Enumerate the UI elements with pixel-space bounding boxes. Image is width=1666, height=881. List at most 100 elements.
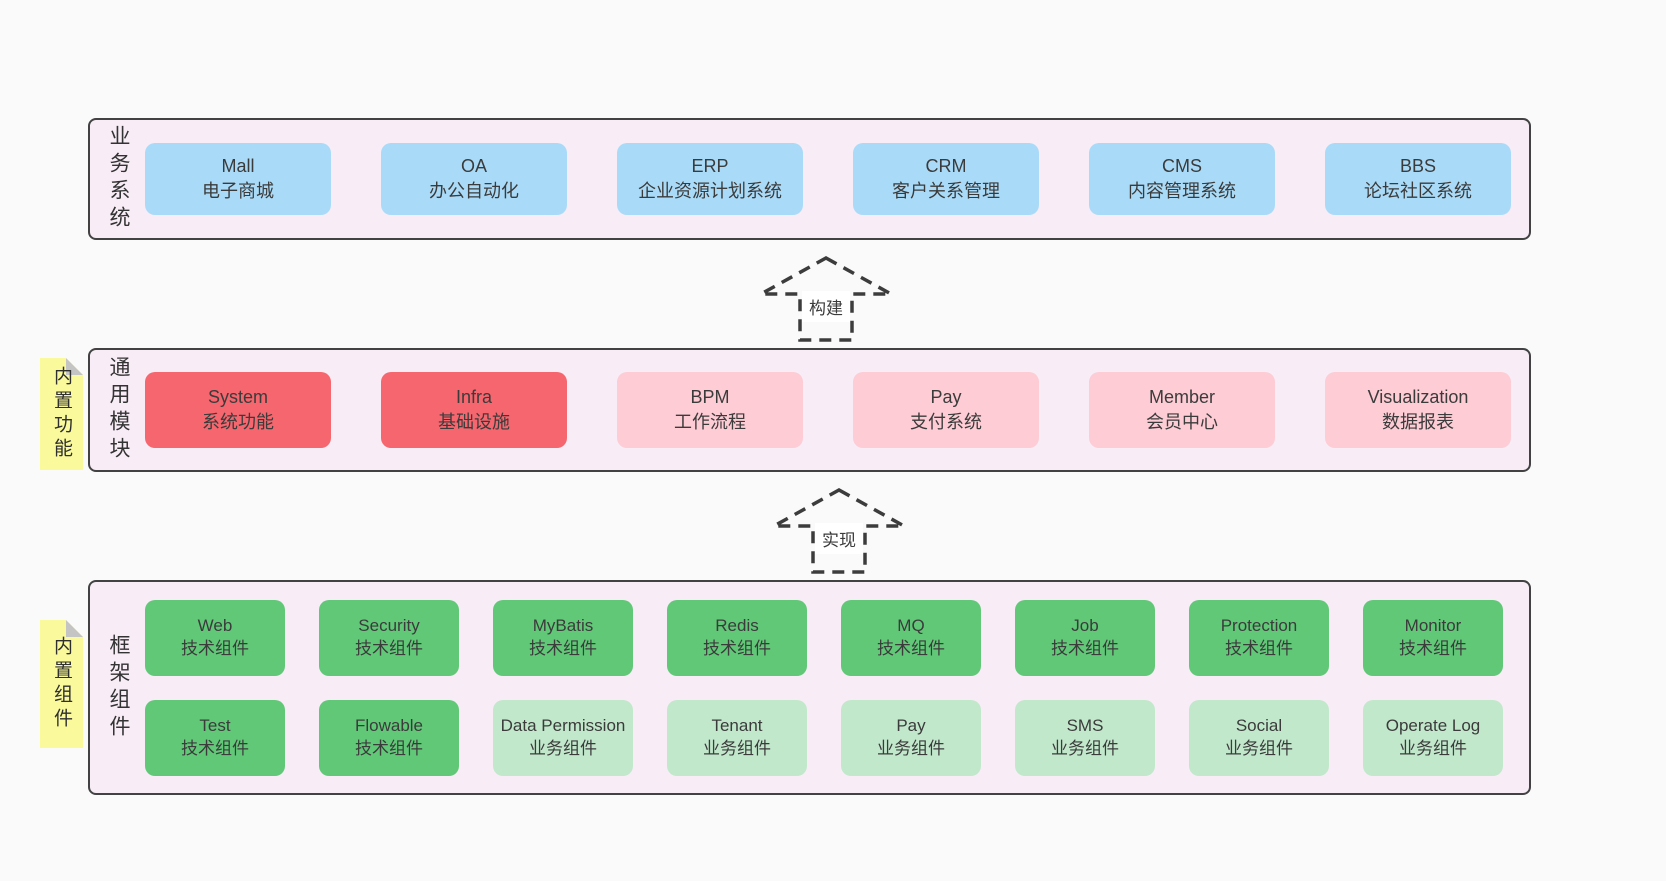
module-box-erp: ERP 企业资源计划系统 (617, 143, 803, 215)
module-box-mall: Mall 电子商城 (145, 143, 331, 215)
module-title: Web (197, 616, 233, 636)
module-subtitle: 内容管理系统 (1128, 181, 1236, 201)
module-subtitle: 技术组件 (181, 738, 249, 758)
module-title: Pay (930, 386, 962, 407)
module-title: Monitor (1404, 616, 1462, 636)
implement-arrow: 实现 (769, 487, 909, 575)
module-subtitle: 客户关系管理 (892, 181, 1000, 201)
module-subtitle: 论坛社区系统 (1364, 181, 1472, 201)
module-subtitle: 技术组件 (181, 638, 249, 658)
module-subtitle: 技术组件 (703, 638, 771, 658)
framework-components-label: 框架组件 (107, 633, 130, 742)
business-systems-boxes: Mall 电子商城 OA 办公自动化 ERP 企业资源计划系统 CRM 客户关系管理 CMS 内容… (145, 120, 1511, 238)
module-box-cms: CMS 内容管理系统 (1089, 143, 1275, 215)
module-box-bbs: BBS 论坛社区系统 (1325, 143, 1511, 215)
module-subtitle: 业务组件 (703, 738, 771, 758)
module-title: BPM (690, 386, 730, 407)
module-title: Test (199, 716, 231, 736)
module-title: MyBatis (532, 616, 594, 636)
build-arrow-label: 构建 (802, 291, 850, 322)
module-title: Mall (221, 155, 255, 176)
module-title: Infra (455, 386, 493, 407)
business-systems-container: 业务系统 Mall 电子商城 OA 办公自动化 ERP 企业资源计划系统 CRM 客户关系管理… (88, 118, 1531, 240)
module-subtitle: 技术组件 (877, 638, 945, 658)
module-subtitle: 技术组件 (1051, 638, 1119, 658)
module-subtitle: 技术组件 (529, 638, 597, 658)
module-title: CRM (925, 155, 967, 176)
module-title: Operate Log (1385, 716, 1481, 736)
module-subtitle: 企业资源计划系统 (638, 181, 782, 201)
module-title: CMS (1162, 155, 1202, 176)
build-arrow: 构建 (756, 255, 896, 343)
business-systems-label: 业务系统 (107, 125, 130, 233)
module-title: System (207, 386, 268, 407)
module-subtitle: 数据报表 (1382, 412, 1454, 432)
module-title: Redis (715, 616, 759, 636)
module-title: Security (358, 616, 420, 636)
module-subtitle: 技术组件 (1225, 638, 1293, 658)
module-box-system: System 系统功能 (145, 372, 331, 448)
module-subtitle: 工作流程 (674, 412, 746, 432)
dashed-up-arrow-icon (756, 255, 896, 342)
module-box-crm: CRM 客户关系管理 (853, 143, 1039, 215)
module-box-infra: Infra 基础设施 (381, 372, 567, 448)
module-subtitle: 业务组件 (1051, 738, 1119, 758)
module-subtitle: 支付系统 (910, 412, 982, 432)
module-title: Flowable (354, 716, 424, 736)
module-subtitle: 电子商城 (202, 181, 274, 201)
module-subtitle: 办公自动化 (429, 181, 519, 201)
module-box-oa: OA 办公自动化 (381, 143, 567, 215)
dashed-up-arrow-icon (769, 487, 909, 574)
sticky-note-builtin-components: 内置组件 (40, 620, 83, 748)
module-title: Visualization (1367, 386, 1469, 407)
implement-arrow-label: 实现 (815, 523, 863, 554)
sticky-note-builtin-features: 内置功能 (40, 358, 83, 470)
module-subtitle: 系统功能 (202, 412, 274, 432)
module-box-bpm: BPM 工作流程 (617, 372, 803, 448)
module-title: Job (1071, 616, 1099, 636)
module-row: Mall 电子商城 OA 办公自动化 ERP 企业资源计划系统 CRM 客户关系管理 CMS 内容… (145, 143, 1511, 215)
module-title: OA (460, 155, 487, 176)
module-box-pay: Pay 支付系统 (853, 372, 1039, 448)
module-subtitle: 技术组件 (1399, 638, 1467, 658)
module-subtitle: 基础设施 (438, 412, 510, 432)
module-title: BBS (1399, 155, 1437, 176)
module-title: ERP (691, 155, 729, 176)
module-title: Member (1148, 386, 1215, 407)
module-subtitle: 业务组件 (1225, 738, 1293, 758)
module-subtitle: 业务组件 (1399, 738, 1467, 758)
module-title: Tenant (711, 716, 763, 736)
module-title: Data Permission (500, 716, 626, 736)
module-subtitle: 技术组件 (355, 738, 423, 758)
note-fold-corner-icon (66, 620, 83, 637)
module-box-visualization: Visualization 数据报表 (1325, 372, 1511, 448)
module-title: Social (1235, 716, 1283, 736)
module-subtitle: 技术组件 (355, 638, 423, 658)
module-subtitle: 业务组件 (529, 738, 597, 758)
module-subtitle: 业务组件 (877, 738, 945, 758)
